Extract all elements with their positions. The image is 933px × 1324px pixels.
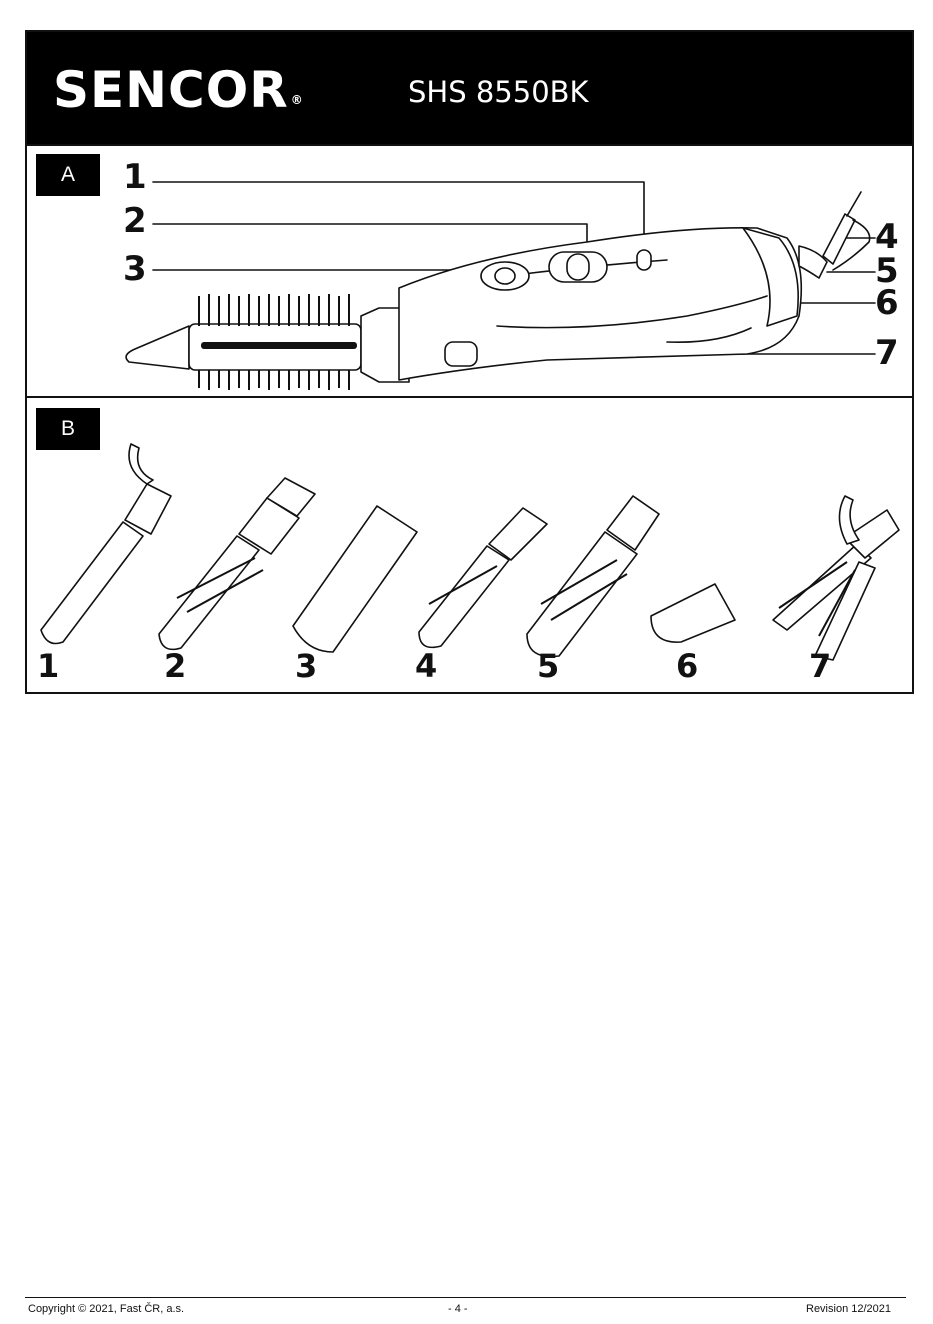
callout-6: 6 [875,286,899,320]
hair-styler-illustration [27,146,912,396]
thin-brush [419,508,547,647]
footer-revision: Revision 12/2021 [806,1302,891,1316]
cool-shot-button [637,250,651,270]
accessory-number-3: 3 [295,650,317,682]
brush-tip [126,326,189,369]
accessory-number-7: 7 [809,650,831,682]
accessories-illustration [27,398,912,694]
section-a: A [27,144,912,396]
footer-divider [25,1297,906,1298]
cord-strain-relief [823,214,855,264]
accessory-bristles [177,558,855,636]
brand-name: SENCOR [53,61,289,119]
brush-bristle-row [201,342,357,349]
callout-1: 1 [123,160,147,194]
cord-swivel [799,246,827,278]
brand-logo: SENCOR® [53,60,304,120]
figure-frame: SENCOR® SHS 8550BK A [25,30,914,694]
straightening-brush [773,496,899,660]
leader-line-2 [153,224,587,254]
speed-switch-knob [495,268,515,284]
callout-7: 7 [875,336,899,370]
footer-page-number: - 4 - [448,1302,468,1316]
accessory-number-6: 6 [676,650,698,682]
concentrator-nozzle [651,584,735,642]
section-b: B [27,396,912,694]
accessory-number-4: 4 [415,650,437,682]
accessory-number-2: 2 [164,650,186,682]
callout-2: 2 [123,204,147,238]
callout-4: 4 [875,220,899,254]
model-number: SHS 8550BK [408,74,589,110]
bristle-brush [527,496,659,657]
accessory-number-1: 1 [37,650,59,682]
curling-tong [41,444,171,644]
volumizing-brush [293,506,417,652]
footer-copyright: Copyright © 2021, Fast ČR, a.s. [28,1302,184,1316]
round-brush [159,478,315,649]
callout-3: 3 [123,252,147,286]
power-cord [847,192,861,216]
accessory-number-5: 5 [537,650,559,682]
header-bar: SENCOR® SHS 8550BK [27,32,912,144]
temperature-switch-knob [567,254,589,280]
registered-mark: ® [291,93,304,107]
release-button [445,342,477,366]
